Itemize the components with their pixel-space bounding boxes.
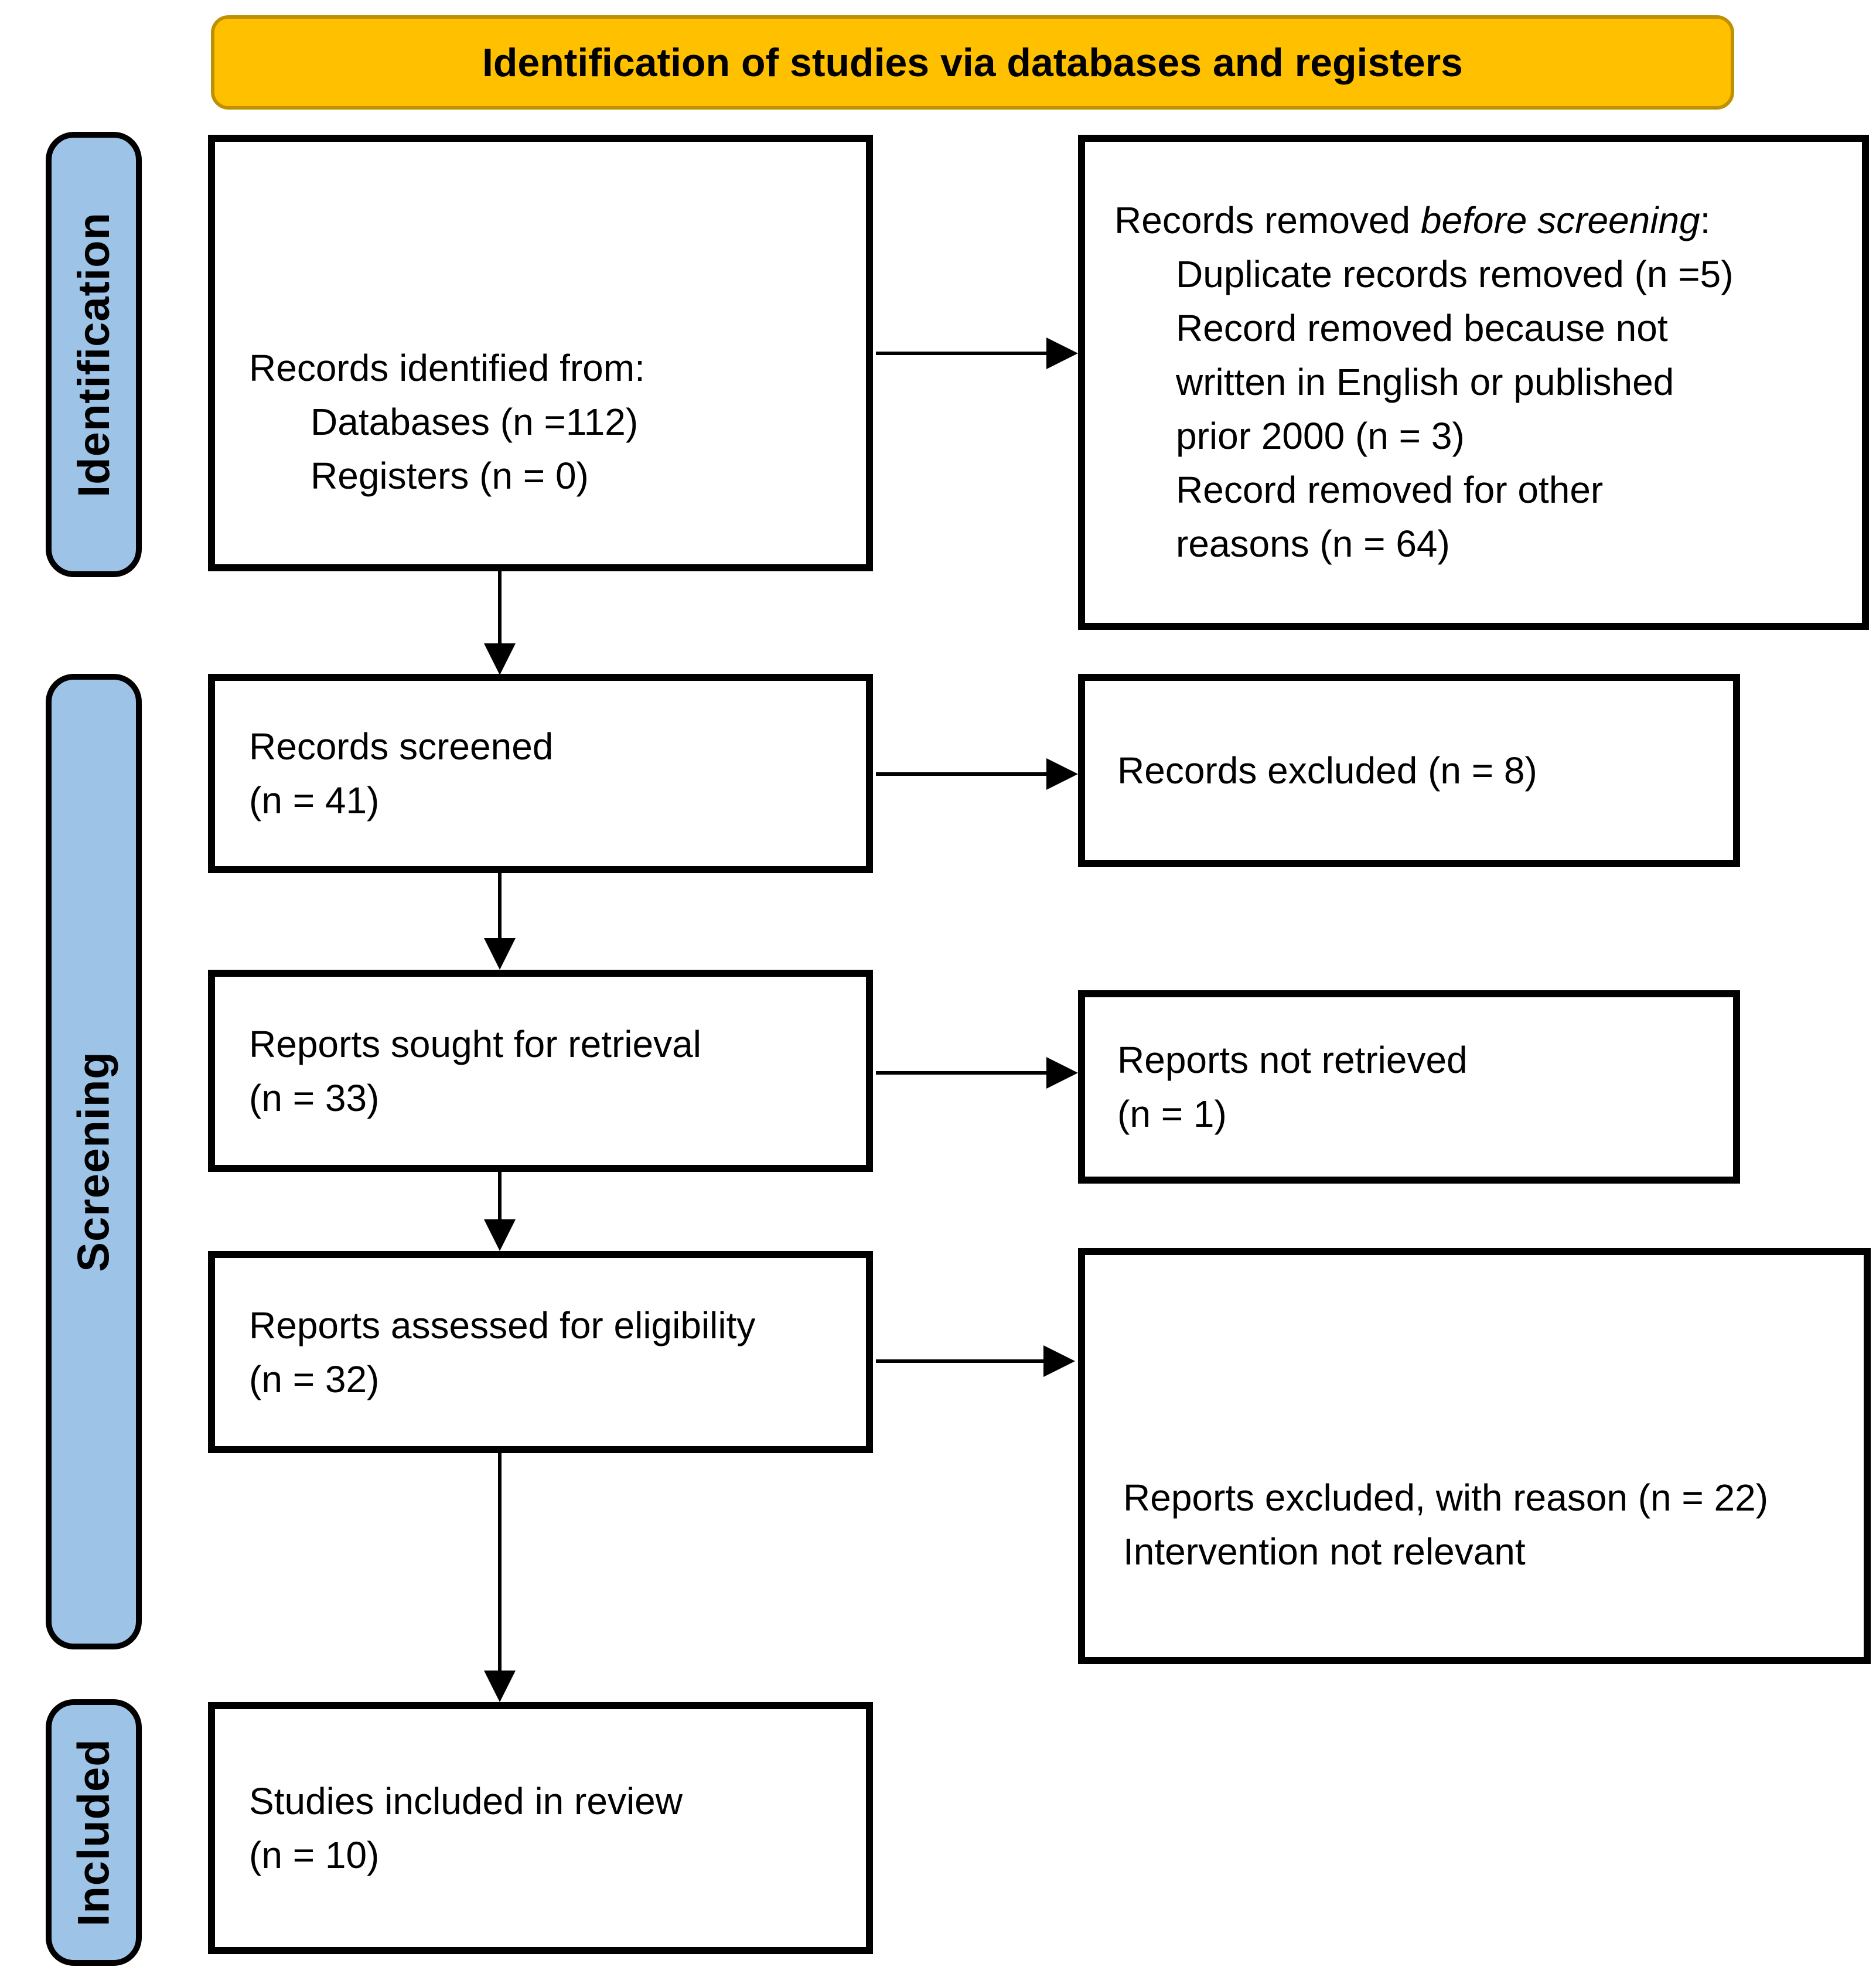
- text-line: Reports not retrieved: [1117, 1039, 1468, 1081]
- arrowhead-sought-to-assessed: [484, 1219, 516, 1251]
- studies-included-box: Studies included in review (n = 10): [208, 1702, 873, 1954]
- text-line: Records screened: [249, 725, 554, 768]
- banner: Identification of studies via databases …: [211, 15, 1734, 110]
- text-line: Records excluded (n = 8): [1117, 749, 1537, 792]
- reports-excluded-box: Reports excluded, with reason (n = 22) I…: [1078, 1248, 1871, 1664]
- text-line: reasons (n = 64): [1176, 523, 1450, 565]
- text-line: Intervention not relevant: [1123, 1530, 1526, 1573]
- records-excluded-box: Records excluded (n = 8): [1078, 674, 1740, 867]
- text-line: (n = 32): [249, 1358, 380, 1400]
- text-line: (n = 1): [1117, 1093, 1227, 1135]
- text-line: Studies included in review: [249, 1780, 683, 1822]
- arrow-screened-to-excluded: [876, 772, 1048, 776]
- arrowhead-sought-to-not-retrieved: [1046, 1057, 1078, 1089]
- stage-bar-screening: Screening: [46, 674, 142, 1649]
- arrow-identified-to-removed: [876, 352, 1048, 355]
- italic-phrase: before screening: [1420, 199, 1700, 241]
- text-line: (n = 10): [249, 1834, 380, 1876]
- reports-sought-box: Reports sought for retrieval (n = 33): [208, 970, 873, 1172]
- text-line: (n = 41): [249, 779, 380, 821]
- text-line: Reports assessed for eligibility: [249, 1304, 756, 1346]
- arrowhead-screened-to-sought: [484, 938, 516, 970]
- text-line: Reports sought for retrieval: [249, 1022, 701, 1065]
- reports-assessed-box: Reports assessed for eligibility (n = 32…: [208, 1251, 873, 1453]
- banner-title: Identification of studies via databases …: [482, 40, 1464, 85]
- text-line: Reports excluded, with reason (n = 22): [1123, 1477, 1769, 1519]
- arrowhead-assessed-to-excluded: [1043, 1345, 1075, 1377]
- text-line: Record removed because not: [1176, 307, 1668, 349]
- stage-bar-identification: Identification: [46, 132, 142, 577]
- arrow-assessed-to-excluded: [876, 1359, 1045, 1363]
- reports-not-retrieved-box: Reports not retrieved (n = 1): [1078, 990, 1740, 1184]
- arrow-assessed-to-included: [498, 1453, 502, 1674]
- stage-label-identification: Identification: [69, 212, 119, 497]
- text-line: Duplicate records removed (n =5): [1176, 253, 1734, 295]
- text-line: Records removed before screening:: [1114, 199, 1711, 241]
- text-line: written in English or published: [1176, 361, 1674, 403]
- arrow-sought-to-assessed: [498, 1172, 502, 1222]
- arrowhead-assessed-to-included: [484, 1671, 516, 1702]
- stage-bar-included: Included: [46, 1699, 142, 1966]
- arrowhead-screened-to-excluded: [1046, 758, 1078, 790]
- text-line: Record removed for other: [1176, 469, 1604, 511]
- arrow-sought-to-not-retrieved: [876, 1071, 1048, 1075]
- records-screened-box: Records screened (n = 41): [208, 674, 873, 873]
- stage-label-included: Included: [69, 1738, 119, 1927]
- arrow-screened-to-sought: [498, 873, 502, 940]
- arrowhead-identified-to-screened: [484, 643, 516, 675]
- text-line: prior 2000 (n = 3): [1176, 415, 1465, 457]
- text-line: Records identified from:: [249, 347, 645, 389]
- text-line: Registers (n = 0): [311, 455, 589, 497]
- stage-label-screening: Screening: [69, 1051, 119, 1272]
- text-line: Databases (n =112): [311, 401, 639, 443]
- text-line: (n = 33): [249, 1076, 380, 1119]
- records-removed-box: Records removed before screening: Duplic…: [1078, 135, 1869, 630]
- arrow-identified-to-screened: [498, 571, 502, 646]
- records-identified-box: Records identified from: Databases (n =1…: [208, 135, 873, 571]
- arrowhead-identified-to-removed: [1046, 338, 1078, 369]
